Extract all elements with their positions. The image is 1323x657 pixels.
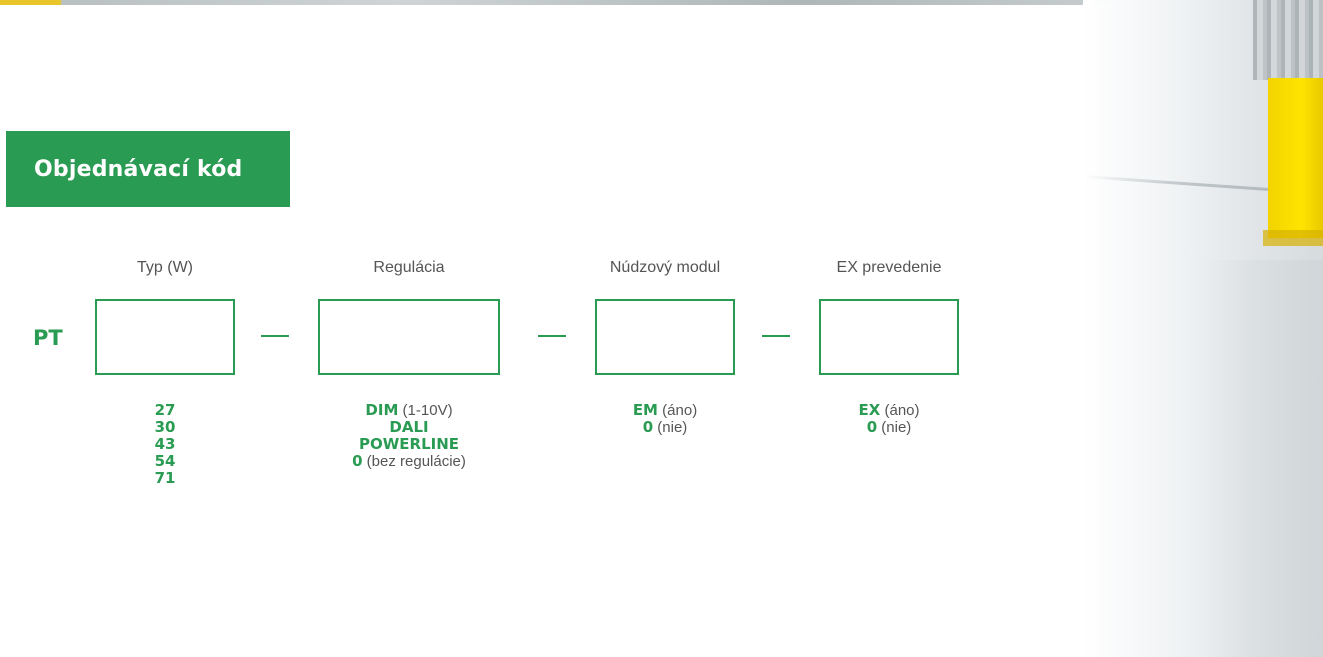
- header-photo-edge: [0, 0, 1110, 5]
- option-item: DALI: [389, 418, 429, 436]
- section-title-badge: Objednávací kód: [6, 131, 290, 207]
- option-item: 0 (bez regulácie): [352, 452, 466, 471]
- option-item: EM (áno): [632, 401, 698, 420]
- regulation-code-field[interactable]: [318, 299, 500, 375]
- emergency-code-field[interactable]: [595, 299, 735, 375]
- section-title: Objednávací kód: [34, 156, 243, 182]
- option-item: DIM (1-10V): [365, 401, 453, 420]
- separator-dash: [762, 335, 790, 337]
- type-code-field[interactable]: [95, 299, 235, 375]
- option-item: EX (áno): [858, 401, 920, 420]
- separator-dash: [261, 335, 289, 337]
- option-item: 54: [154, 452, 176, 470]
- regulation-options: DIM (1-10V) DALI POWERLINE 0 (bez regulá…: [318, 401, 500, 471]
- option-item: 0 (nie): [642, 418, 688, 437]
- option-item: 43: [154, 435, 176, 453]
- option-item: 71: [154, 469, 176, 487]
- column-label-ex: EX prevedenie: [836, 259, 942, 276]
- warehouse-photo: [1083, 0, 1323, 657]
- ex-options: EX (áno) 0 (nie): [819, 401, 959, 437]
- column-label-emergency: Núdzový modul: [609, 259, 721, 276]
- ex-code-field[interactable]: [819, 299, 959, 375]
- code-prefix: PT: [33, 326, 63, 350]
- option-item: POWERLINE: [358, 435, 460, 453]
- option-item: 27: [154, 401, 176, 419]
- column-label-regulation: Regulácia: [373, 259, 445, 276]
- separator-dash: [538, 335, 566, 337]
- emergency-options: EM (áno) 0 (nie): [595, 401, 735, 437]
- type-options: 27 30 43 54 71: [95, 402, 235, 487]
- column-label-type: Typ (W): [137, 259, 193, 276]
- option-item: 0 (nie): [866, 418, 912, 437]
- option-item: 30: [154, 418, 176, 436]
